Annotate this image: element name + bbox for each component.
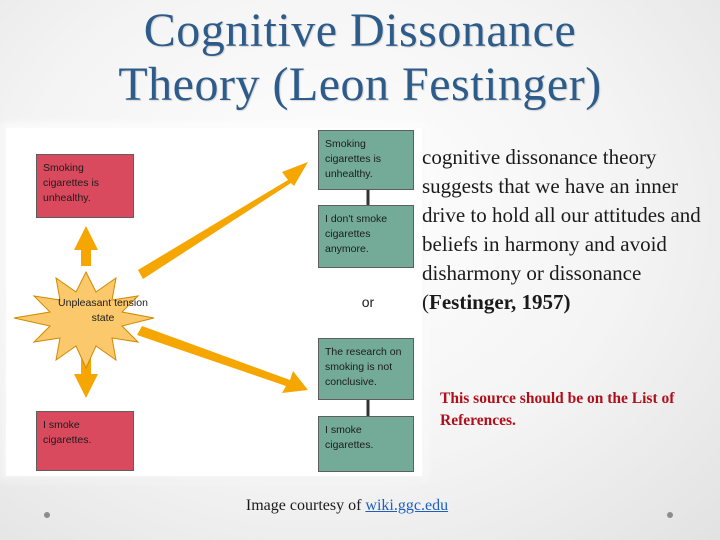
right-box-1-text: Smoking cigarettes is unhealthy. xyxy=(325,138,382,180)
reference-note: This source should be on the List of Ref… xyxy=(440,390,675,429)
arrow-lower-right-icon xyxy=(137,326,308,393)
left-bottom-box: I smoke cigarettes. xyxy=(36,411,134,471)
caption-link[interactable]: wiki.ggc.edu xyxy=(365,497,449,514)
image-caption: Image courtesy of wiki.ggc.edu xyxy=(0,497,694,515)
left-top-box: Smoking cigarettes is unhealthy. xyxy=(36,154,134,218)
right-box-2-text: I don't smoke cigarettes anymore. xyxy=(325,213,388,255)
left-top-box-text: Smoking cigarettes is unhealthy. xyxy=(43,162,100,204)
title-line-2: Theory (Leon Festinger) xyxy=(118,58,602,111)
or-label: or xyxy=(361,294,375,310)
title-line-1: Cognitive Dissonance xyxy=(143,4,577,57)
body-text-main: cognitive dissonance theory suggests tha… xyxy=(422,145,701,314)
right-box-4: I smoke cigarettes. xyxy=(318,416,414,472)
diagram-graphics xyxy=(13,162,370,416)
slide-dot-right xyxy=(667,512,673,518)
caption-prefix: Image courtesy of xyxy=(245,497,366,514)
right-box-3: The research on smoking is not conclusiv… xyxy=(318,338,414,400)
slide-dot-left xyxy=(44,512,50,518)
arrow-down-icon xyxy=(74,356,98,398)
starburst-icon xyxy=(13,270,155,370)
star-label: Unpleasant tension state xyxy=(58,297,148,324)
dissonance-diagram: Smoking cigarettes is unhealthy. I smoke… xyxy=(6,128,422,476)
body-citation: Festinger, 1957) xyxy=(429,290,571,314)
arrow-upper-right-icon xyxy=(138,162,308,279)
slide-title: Cognitive Dissonance Theory (Leon Festin… xyxy=(0,4,720,112)
left-bottom-box-text: I smoke cigarettes. xyxy=(43,419,92,446)
body-paragraph: cognitive dissonance theory suggests tha… xyxy=(422,143,712,317)
right-box-1: Smoking cigarettes is unhealthy. xyxy=(318,130,414,190)
arrow-up-icon xyxy=(74,226,98,266)
right-box-3-text: The research on smoking is not conclusiv… xyxy=(325,346,402,388)
right-box-2: I don't smoke cigarettes anymore. xyxy=(318,205,414,268)
right-box-4-text: I smoke cigarettes. xyxy=(325,424,374,451)
